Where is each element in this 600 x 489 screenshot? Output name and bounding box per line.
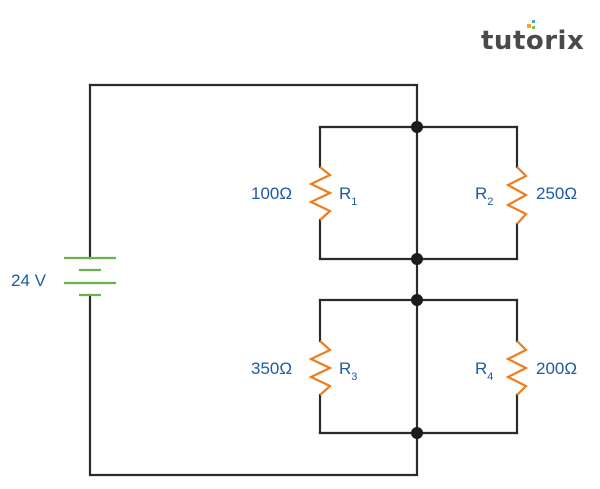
tutorix-logo: tutorix: [481, 20, 584, 56]
r2-subscript: 2: [487, 196, 493, 208]
battery-voltage-label: 24 V: [11, 271, 47, 290]
logo-dot-green: [532, 26, 535, 29]
battery-symbol: [64, 256, 116, 297]
logo-text: tutorix: [481, 26, 584, 56]
wire-top: [88, 83, 419, 129]
r2-name: R: [475, 184, 487, 203]
junction-dot-3: [411, 294, 423, 306]
wire-left-lower: [88, 293, 419, 477]
r3-subscript: 3: [351, 371, 357, 383]
resistor-r2-zigzag: [505, 166, 529, 225]
r1-name-label: R1: [339, 184, 357, 208]
r2-name-label: R2: [475, 184, 493, 208]
r1-subscript: 1: [351, 196, 357, 208]
r3-name-label: R3: [339, 359, 357, 383]
junction-dot-4: [411, 427, 423, 439]
r4-subscript: 4: [487, 371, 493, 383]
logo-dot-orange: [527, 24, 531, 28]
r4-value-label: 200Ω: [536, 359, 577, 378]
r4-name: R: [475, 359, 487, 378]
logo-dot-blue: [532, 20, 535, 23]
r3-name: R: [339, 359, 351, 378]
resistor-r4-zigzag: [505, 340, 529, 396]
junction-dot-2: [411, 253, 423, 265]
r3-value-label: 350Ω: [251, 359, 292, 378]
r4-name-label: R4: [475, 359, 493, 383]
r1-name: R: [339, 184, 351, 203]
resistor-r3-zigzag: [308, 340, 333, 396]
junction-dot-1: [411, 121, 423, 133]
r2-value-label: 250Ω: [536, 184, 577, 203]
resistor-r1-zigzag: [308, 166, 333, 221]
r1-value-label: 100Ω: [251, 184, 292, 203]
